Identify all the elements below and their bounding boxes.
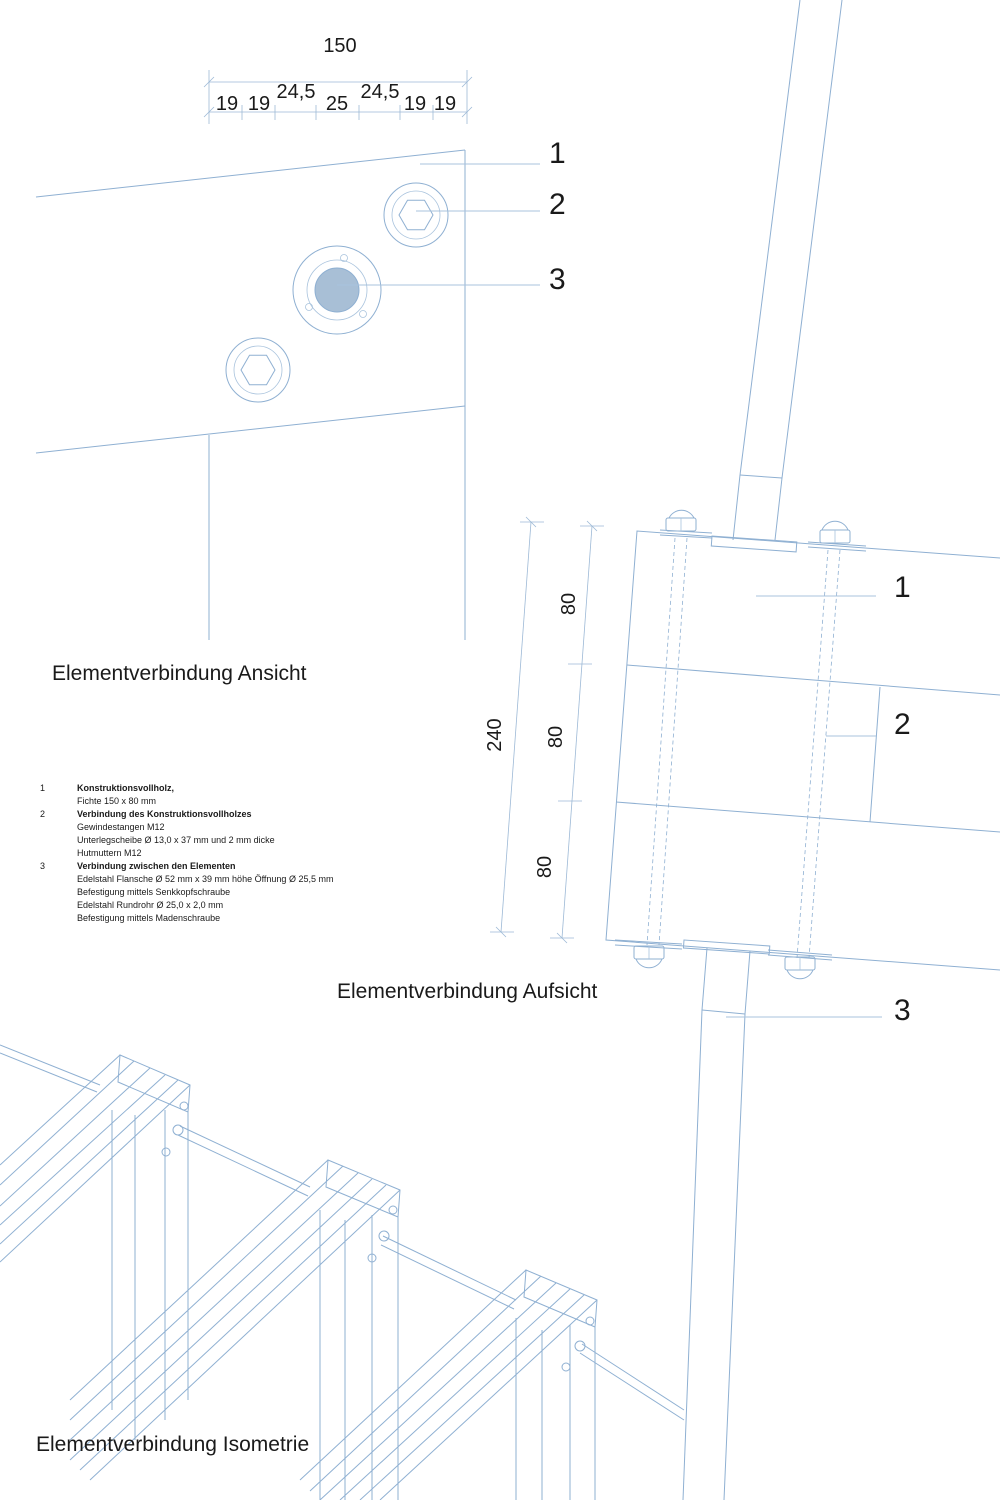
title-ansicht: Elementverbindung Ansicht [52,662,307,685]
dimension-80-label: 80 [558,593,580,615]
dim-seg-3: 24,5 [277,81,316,103]
dimension-chain-150 [203,70,473,124]
legend-line: Edelstahl Rundrohr Ø 25,0 x 2,0 mm [77,900,224,910]
legend-number: 2 [40,809,46,819]
flange-plate-top [710,535,798,553]
threaded-rod-right [796,549,829,959]
timber-bottom-edge [35,405,466,454]
timber-element-block [0,1054,191,1440]
dim-seg-2: 19 [248,93,270,115]
pipe-upper-left-edge [739,0,801,476]
callout-3: 3 [894,994,911,1027]
hex-nut-washer-icon [383,182,449,248]
isometrie-view [0,1044,685,1500]
legend-item: 3 Verbindung zwischen den Elementen Edel… [40,860,400,925]
dimension-segment-labels: 19 19 24,5 25 24,5 19 19 [216,81,456,115]
timber-element-block [69,1159,401,1500]
title-isometrie: Elementverbindung Isometrie [36,1433,310,1456]
legend: 1 Konstruktionsvollholz, Fichte 150 x 80… [40,782,400,925]
flange-pipe-icon [292,245,382,335]
callout-2: 2 [549,188,566,221]
threaded-rod-left [658,537,688,946]
hex-nut-washer-icon [225,337,291,403]
legend-heading: Verbindung zwischen den Elementen [77,861,236,871]
legend-line: Befestigung mittels Madenschraube [77,913,221,923]
callout-1: 1 [894,571,911,604]
threaded-rod-left [646,537,676,946]
timber-element-block [299,1269,598,1500]
legend-line: Fichte 150 x 80 mm [77,796,157,806]
legend-line: Unterlegscheibe Ø 13,0 x 37 mm und 2 mm … [77,835,275,845]
legend-number: 1 [40,783,46,793]
flange-plate-bottom [682,939,771,955]
title-aufsicht: Elementverbindung Aufsicht [337,980,598,1003]
legend-item: 2 Verbindung des Konstruktionsvollholzes… [40,808,400,860]
nut-bottom-left-icon [614,939,683,969]
legend-line: Hutmuttern M12 [77,848,142,858]
threaded-rod-right [808,549,841,959]
inner-element-edge [869,686,881,823]
nut-bottom-right-icon [767,949,833,980]
legend-line: Befestigung mittels Senkkopfschraube [77,887,231,897]
nut-top-left-icon [659,509,713,539]
timber-block-outline [605,530,1000,971]
legend-line: Gewindestangen M12 [77,822,165,832]
ansicht-view: 150 19 19 24,5 25 24,5 19 19 [35,35,566,640]
callout-2: 2 [894,708,911,741]
dim-seg-7: 19 [434,93,456,115]
dim-seg-6: 19 [404,93,426,115]
dim-seg-4: 25 [326,93,348,115]
dim-seg-1: 19 [216,93,238,115]
callout-3: 3 [549,263,566,296]
dim-seg-5: 24,5 [361,81,400,103]
nut-top-right-icon [807,520,867,552]
timber-top-edge [35,149,466,198]
pipe-lower-right-edge [723,1013,746,1500]
legend-number: 3 [40,861,46,871]
layer-line-1 [626,664,1000,696]
dimension-total-label: 150 [323,35,356,57]
legend-heading: Konstruktionsvollholz, [77,783,175,793]
legend-heading: Verbindung des Konstruktionsvollholzes [77,809,252,819]
connecting-rod [0,1044,685,1421]
pipe-upper-right-edge [781,0,843,479]
dimension-80-label: 80 [545,726,567,748]
aufsicht-view: 240 80 80 80 1 2 3 [484,0,1000,1500]
dimension-80-label: 80 [534,856,556,878]
dimension-chain-240 [490,516,604,944]
legend-item: 1 Konstruktionsvollholz, Fichte 150 x 80… [40,782,400,808]
legend-line: Edelstahl Flansche Ø 52 mm x 39 mm höhe … [77,874,334,884]
pipe-lower-left-edge [682,1009,703,1500]
dimension-240-label: 240 [484,718,506,751]
callout-1: 1 [549,137,566,170]
